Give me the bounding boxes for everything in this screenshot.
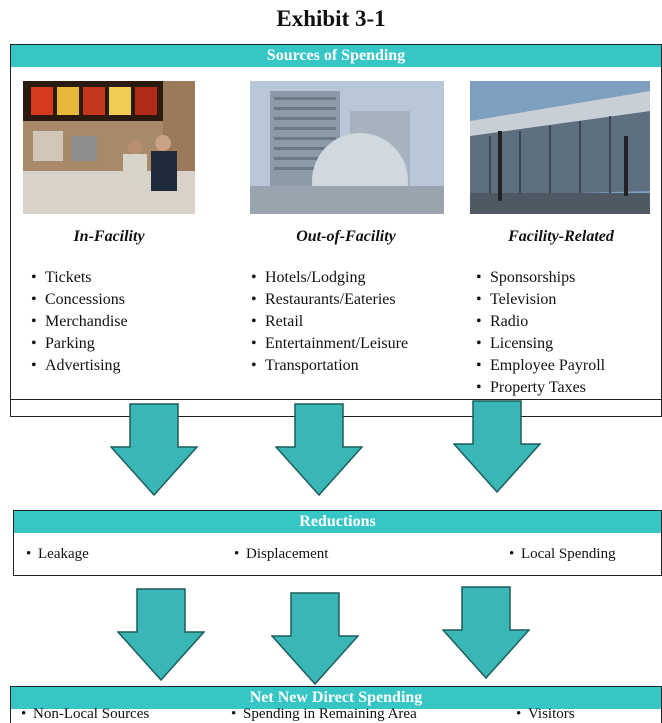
down-arrow-icon (453, 400, 541, 494)
exhibit-title: Exhibit 3-1 (276, 6, 386, 31)
reductions-panel: Reductions Leakage Displacement Local Sp… (13, 510, 662, 576)
net-new-item: Non-Local Sources (21, 706, 149, 723)
list-item: Concessions (31, 289, 128, 311)
list-item: Television (476, 289, 605, 311)
down-arrow-icon (275, 403, 363, 497)
list-item: Restaurants/Eateries (251, 289, 408, 311)
reduction-item: Leakage (26, 546, 89, 563)
sources-header: Sources of Spending (11, 45, 661, 67)
down-arrow-icon (442, 586, 530, 680)
list-item: Property Taxes (476, 377, 605, 399)
reductions-header: Reductions (14, 511, 661, 533)
in-facility-list: Tickets Concessions Merchandise Parking … (31, 267, 128, 377)
list-item: Employee Payroll (476, 355, 605, 377)
net-new-header: Net New Direct Spending (11, 687, 661, 709)
concession-stand-photo (23, 81, 195, 214)
net-new-item: Visitors (516, 706, 575, 723)
facility-related-list: Sponsorships Television Radio Licensing … (476, 267, 605, 399)
down-arrow-icon (117, 588, 205, 682)
list-item: Licensing (476, 333, 605, 355)
reduction-item: Local Spending (509, 546, 616, 563)
sources-panel: Sources of Spending In-Facility Tickets … (10, 44, 662, 417)
list-item: Sponsorships (476, 267, 605, 289)
out-of-facility-list: Hotels/Lodging Restaurants/Eateries Reta… (251, 267, 408, 377)
list-item: Tickets (31, 267, 128, 289)
list-item: Merchandise (31, 311, 128, 333)
list-item: Entertainment/Leisure (251, 333, 408, 355)
pavilion-arena-photo (470, 81, 650, 214)
down-arrow-icon (271, 592, 359, 686)
list-item: Radio (476, 311, 605, 333)
list-item: Hotels/Lodging (251, 267, 408, 289)
facility-related-title: Facility-Related (508, 228, 614, 245)
out-of-facility-title: Out-of-Facility (296, 228, 396, 245)
list-item: Advertising (31, 355, 128, 377)
net-new-item: Spending in Remaining Area (231, 706, 417, 723)
in-facility-title: In-Facility (73, 228, 145, 245)
net-new-panel: Net New Direct Spending Non-Local Source… (10, 686, 662, 723)
hotel-dome-building-photo (250, 81, 444, 214)
sources-bottom-divider (11, 399, 661, 400)
list-item: Retail (251, 311, 408, 333)
reduction-item: Displacement (234, 546, 328, 563)
down-arrow-icon (110, 403, 198, 497)
list-item: Transportation (251, 355, 408, 377)
list-item: Parking (31, 333, 128, 355)
